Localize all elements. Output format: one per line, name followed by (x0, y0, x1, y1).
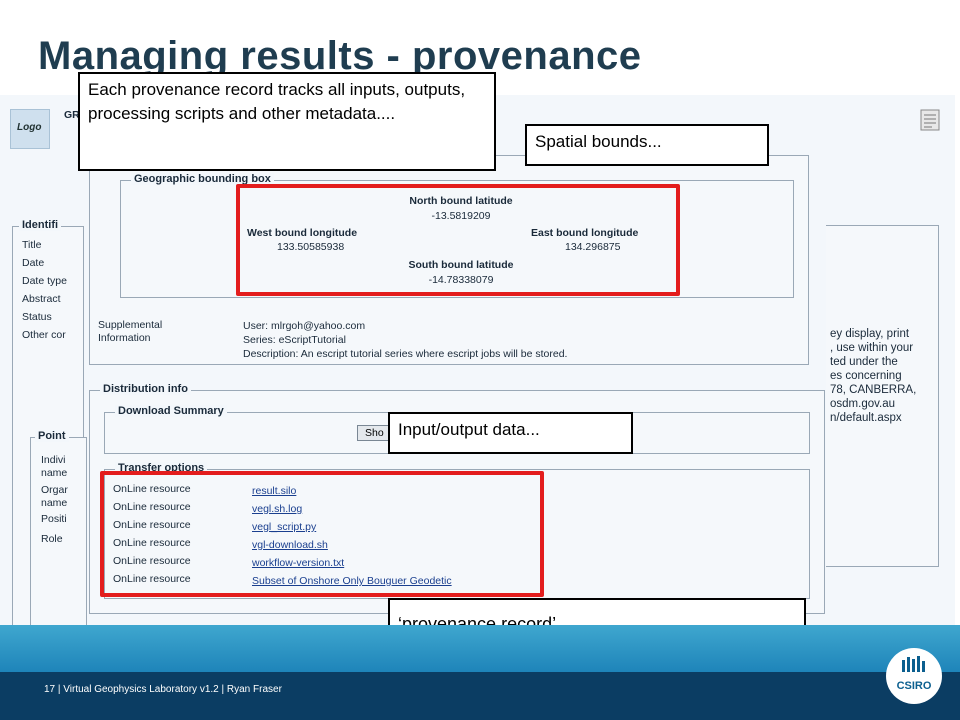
bounding-box-legend: Geographic bounding box (131, 173, 274, 185)
east-label: East bound longitude (531, 227, 639, 239)
west-label: West bound longitude (247, 227, 358, 239)
footer-band (0, 625, 960, 675)
distribution-legend: Distribution info (100, 383, 191, 395)
resource-link[interactable]: result.silo (252, 485, 297, 497)
io-highlight-box (100, 471, 544, 597)
supplemental-user: User: mlrgoh@yahoo.com (243, 320, 366, 332)
resource-label: OnLine resource (113, 501, 191, 513)
supplemental-series: Series: eScriptTutorial (243, 334, 346, 346)
point-of-contact-legend: Point (35, 430, 69, 442)
constraint-text: ted under the (830, 356, 898, 368)
slide-title: Managing results - provenance (38, 34, 642, 78)
footer-bar (0, 672, 960, 720)
contact-field: Role (41, 533, 63, 545)
resource-link[interactable]: vegl.sh.log (252, 503, 303, 515)
identification-field: Date (22, 257, 45, 269)
contact-field: Indivi (41, 454, 66, 466)
supplemental-label: Information (98, 332, 151, 344)
contact-field: Orgar (41, 484, 68, 496)
header-fragment: GR (64, 109, 80, 121)
io-callout-text: Input/output data... (398, 420, 540, 439)
extent-fieldset: Geographic bounding box North bound lati… (89, 155, 809, 365)
point-of-contact-fieldset: Point Indivi name Orgar name Positi Role (30, 430, 87, 625)
constraints-fieldset: ey display, print , use within your ted … (826, 225, 939, 567)
resource-label: OnLine resource (113, 573, 191, 585)
download-summary-legend: Download Summary (115, 405, 227, 417)
resource-label: OnLine resource (113, 519, 191, 531)
app-logo: Logo (10, 109, 50, 149)
show-button[interactable]: Sho (357, 425, 397, 441)
spatial-callout-text: Spatial bounds... (535, 132, 662, 151)
contact-field: Positi (41, 513, 67, 525)
constraint-text: osdm.gov.au (830, 398, 895, 410)
csiro-logo: CSIRO (886, 648, 942, 704)
identification-field: Status (22, 311, 52, 323)
constraint-text: n/default.aspx (830, 412, 902, 424)
bounds-highlight-box (236, 184, 680, 296)
resource-link[interactable]: vgl-download.sh (252, 539, 328, 551)
contact-field: name (41, 467, 68, 479)
constraint-text: es concerning (830, 370, 902, 382)
csiro-logo-icon (887, 649, 941, 703)
north-label: North bound latitude (409, 195, 513, 207)
io-callout: Input/output data... (388, 412, 633, 454)
resource-link[interactable]: workflow-version.txt (252, 557, 345, 569)
south-label: South bound latitude (408, 259, 514, 271)
footer-text: 17 | Virtual Geophysics Laboratory v1.2 … (44, 684, 282, 695)
bounding-box-fieldset: Geographic bounding box North bound lati… (120, 173, 794, 298)
document-icon[interactable] (920, 109, 940, 131)
south-value: -14.78338079 (428, 274, 494, 286)
supplemental-label: Supplemental (98, 319, 163, 331)
resource-label: OnLine resource (113, 537, 191, 549)
app-logo-text: Logo (17, 122, 42, 133)
supplemental-description: Description: An escript tutorial series … (243, 348, 568, 360)
csiro-logo-text: CSIRO (896, 680, 932, 692)
record-callout: Each provenance record tracks all inputs… (78, 72, 496, 171)
resource-link[interactable]: vegl_script.py (252, 521, 317, 533)
west-value: 133.50585938 (277, 241, 345, 253)
resource-link[interactable]: Subset of Onshore Only Bouguer Geodetic (252, 575, 452, 587)
identification-field: Abstract (22, 293, 61, 305)
resource-label: OnLine resource (113, 555, 191, 567)
spatial-callout: Spatial bounds... (525, 124, 769, 166)
constraint-text: ey display, print (830, 328, 910, 340)
resource-label: OnLine resource (113, 483, 191, 495)
contact-field: name (41, 497, 68, 509)
identification-field: Title (22, 239, 42, 251)
north-value: -13.5819209 (431, 210, 491, 222)
record-callout-text: Each provenance record tracks all inputs… (88, 80, 466, 123)
constraint-text: , use within your (830, 342, 914, 354)
identification-field: Date type (22, 275, 67, 287)
east-value: 134.296875 (565, 241, 621, 253)
identification-legend: Identifi (19, 219, 62, 231)
identification-field: Other cor (22, 329, 66, 341)
constraint-text: 78, CANBERRA, (830, 384, 917, 396)
